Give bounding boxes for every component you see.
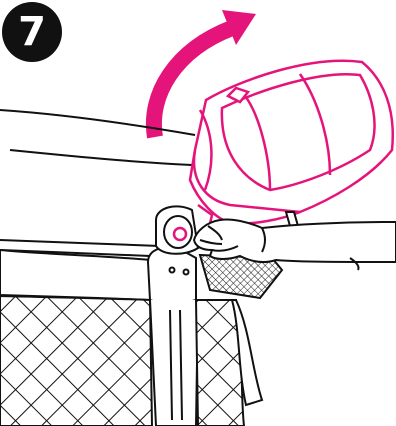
corner-bracket-knob <box>156 206 198 253</box>
playard-mesh-panel <box>0 296 152 426</box>
playard-corner-post <box>148 247 198 426</box>
playard-side-fabric <box>0 250 150 300</box>
bassinet <box>190 61 393 232</box>
